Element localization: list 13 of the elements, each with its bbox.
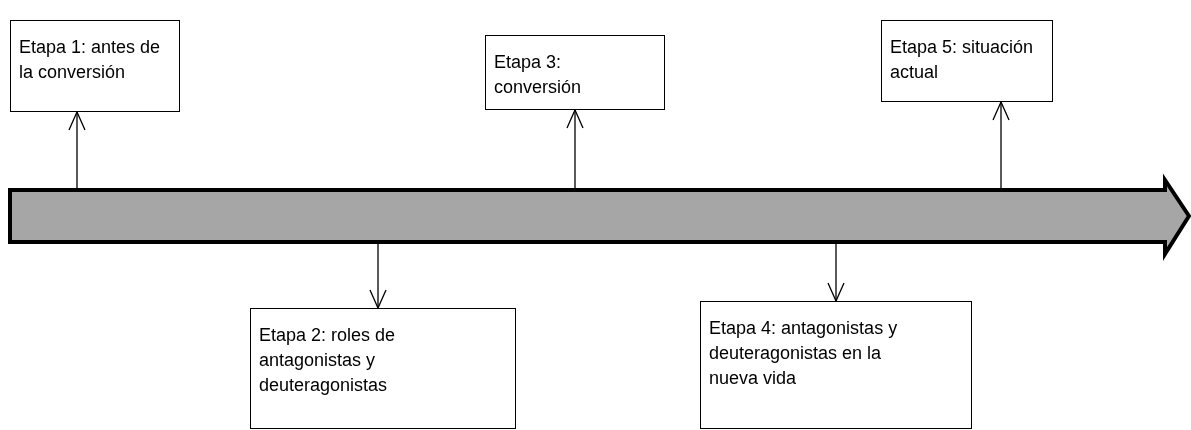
stage-box: [485, 35, 665, 110]
stage-box: [881, 20, 1053, 102]
stage-box: [700, 301, 972, 429]
stage-text: Etapa 1: antes de la conversión: [19, 36, 162, 85]
stage-text: Etapa 4: antagonistas y deuteragonistas en la nueva vida: [709, 317, 899, 391]
arrow: [566, 109, 584, 191]
stage-text: Etapa 3: conversión: [494, 51, 583, 100]
stage-text: Etapa 2: roles de antagonistas y deuteragonistas: [259, 324, 397, 398]
stage-text: Etapa 5: situación actual: [890, 36, 1035, 85]
arrow: [992, 101, 1010, 191]
arrow: [68, 111, 86, 191]
stage-box: [250, 308, 516, 429]
stage-box: [10, 20, 180, 112]
